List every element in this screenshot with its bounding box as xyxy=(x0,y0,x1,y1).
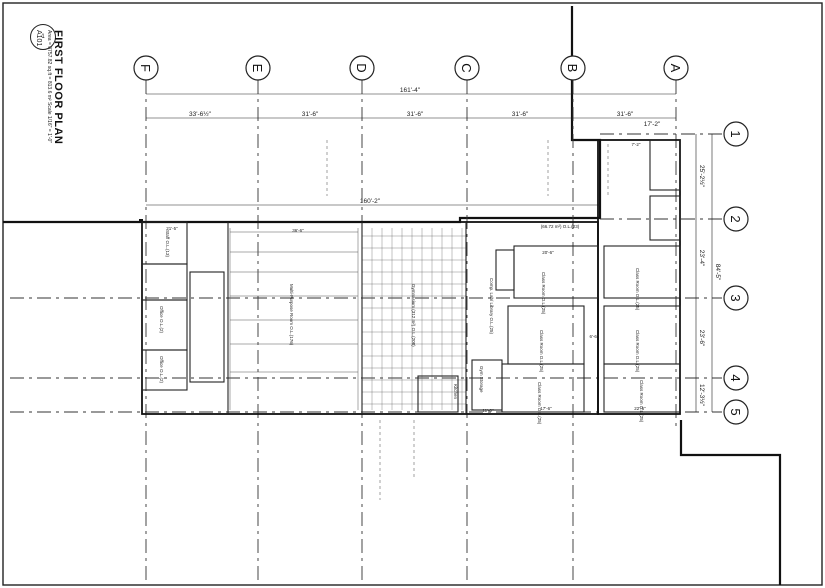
sheet-ref-block: A101 xyxy=(35,30,42,46)
dim-row-4-5: 12'-3½" xyxy=(698,384,706,407)
grid-row-lines xyxy=(10,133,722,413)
room-classroom-3: Class Room O.L.(25) xyxy=(537,382,542,425)
leader-lines xyxy=(326,140,609,500)
grid-column-bubbles xyxy=(133,55,689,81)
dimension-lines xyxy=(146,93,713,412)
room-gymnasium: Gymnasium (312 m²) O.L.(208) xyxy=(411,284,416,347)
grid-label-f: F xyxy=(138,64,153,72)
grid-column-labels: F E D C B A xyxy=(138,63,683,72)
dim-door-2: 21'-5" xyxy=(166,226,178,231)
dim-bay-a-small: 17'-2" xyxy=(644,121,661,128)
room-staff: Staff O.L.(13) xyxy=(165,230,170,257)
dimension-texts: 161'-4" 33'-6½" 31'-6" 31'-6" 31'-6" 31'… xyxy=(189,87,721,407)
grid-label-b: B xyxy=(565,64,580,73)
dim-room-w5: 11'-0" xyxy=(482,408,494,413)
dim-room-w6: 7'-2" xyxy=(632,142,641,147)
sheet-number: 1 xyxy=(41,34,45,40)
dim-interior: 160'-2" xyxy=(360,198,381,205)
grid-label-4: 4 xyxy=(728,374,743,381)
room-kitchen: Kitchen xyxy=(453,384,458,400)
dim-door-1: 36'-6" xyxy=(292,228,304,233)
grid-label-c: C xyxy=(459,63,474,72)
sheet-identifier: 1 xyxy=(30,24,56,50)
room-classroom-5: Class Room O.L.(25) xyxy=(635,330,640,373)
interior-partitions xyxy=(141,139,681,414)
dim-room-w4: 22'-6" xyxy=(634,406,646,411)
dim-bay-dc: 31'-6" xyxy=(407,111,424,118)
dim-room-w3: 17'-6" xyxy=(540,406,552,411)
room-classroom-4: Class Room O.L.(25) xyxy=(635,268,640,311)
dim-room-w2: 6'-6" xyxy=(590,334,599,339)
room-dimension-texts: 20'-6" 6'-6" 17'-6" 22'-6" 11'-0" 7'-2" … xyxy=(166,142,646,413)
dim-overall: 161'-4" xyxy=(400,87,421,94)
grid-row-bubbles xyxy=(723,121,749,425)
grid-label-3: 3 xyxy=(728,294,743,301)
dim-row-overall: 84'-5" xyxy=(714,264,721,281)
grid-column-lines xyxy=(145,80,677,585)
room-office-1: Office O.L.(2) xyxy=(159,306,164,333)
grid-label-a: A xyxy=(668,64,683,73)
room-gym-storage: Gym Storage xyxy=(479,366,484,393)
dim-bay-ba: 31'-6" xyxy=(617,111,634,118)
room-classroom-1: Class Room O.L.(25) xyxy=(541,272,546,315)
room-classroom-6: Class Room O.L.(25) xyxy=(639,380,644,423)
dim-row-3-4: 23'-6" xyxy=(698,330,705,347)
room-corridor: (66.72 m²) O.L.(23) xyxy=(541,224,580,229)
grid-label-5: 5 xyxy=(728,408,743,415)
sheet-ref: A101 xyxy=(35,30,42,47)
multipurpose-stage xyxy=(229,228,359,410)
grid-label-2: 2 xyxy=(728,215,743,222)
gym-floor-hatch xyxy=(361,228,466,410)
room-office-2: Office O.L.(2) xyxy=(159,356,164,383)
plan-title: FIRST FLOOR PLAN xyxy=(52,30,64,145)
grid-label-d: D xyxy=(354,63,369,72)
grid-label-1: 1 xyxy=(728,130,743,137)
dim-room-w1: 20'-6" xyxy=(542,250,554,255)
room-classroom-2: Class Room O.L.(25) xyxy=(539,330,544,373)
grid-label-e: E xyxy=(250,64,265,73)
room-labels: Class Room O.L.(25) Class Room O.L.(25) … xyxy=(159,224,644,425)
dim-row-1-2: 25'-2½" xyxy=(698,165,706,188)
property-line-east xyxy=(679,420,782,585)
dim-bay-fe: 33'-6½" xyxy=(189,110,212,118)
plan-subtitle: Area = 8757.82 sq.ft = 813.6 m² Scale 1/… xyxy=(46,30,52,144)
dim-row-2-3: 23'-4" xyxy=(698,250,705,267)
room-multipurpose: Multi-Purpose Room O.L.(176) xyxy=(289,284,294,346)
title-block: FIRST FLOOR PLAN Area = 8757.82 sq.ft = … xyxy=(46,30,64,144)
dim-bay-ed: 31'-6" xyxy=(302,111,319,118)
dim-bay-cb: 31'-6" xyxy=(512,111,529,118)
room-comp-lab: Comp. Lab/ Library O.L.(25) xyxy=(489,278,494,335)
grid-row-labels: 1 2 3 4 5 xyxy=(728,130,743,415)
